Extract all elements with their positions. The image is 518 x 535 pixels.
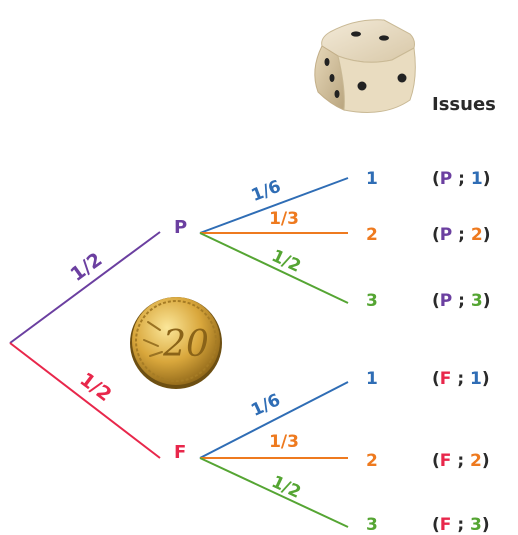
node-F: F <box>174 442 186 463</box>
outcome-close-paren: ) <box>483 225 491 245</box>
value-F-1: 1 <box>366 369 378 389</box>
outcome-coin-side: F <box>440 515 452 535</box>
prob-F-1: 1/6 <box>248 390 284 421</box>
prob-P-2: 1/3 <box>269 209 299 229</box>
prob-root-F: 1/2 <box>76 368 116 406</box>
outcome-close-paren: ) <box>482 515 490 535</box>
outcome-open-paren: ( <box>432 291 440 311</box>
issues-header: Issues <box>432 94 496 115</box>
prob-F-2: 1/3 <box>269 432 299 452</box>
outcome-die-value: 1 <box>471 169 483 189</box>
outcome-3: (P ; 3) <box>432 291 491 311</box>
outcome-1: (P ; 1) <box>432 169 491 189</box>
outcome-separator: ; <box>452 291 471 311</box>
prob-root-P: 1/2 <box>67 248 107 285</box>
prob-P-1: 1/6 <box>249 177 284 206</box>
value-P-3: 3 <box>366 291 378 311</box>
outcome-close-paren: ) <box>482 451 490 471</box>
value-P-1: 1 <box>366 169 378 189</box>
outcome-open-paren: ( <box>432 169 440 189</box>
outcome-open-paren: ( <box>432 369 440 389</box>
outcome-open-paren: ( <box>432 515 440 535</box>
outcome-open-paren: ( <box>432 451 440 471</box>
outcome-open-paren: ( <box>432 225 440 245</box>
coin-value: 20 <box>162 324 209 365</box>
value-P-2: 2 <box>366 225 378 245</box>
outcomes-list: (P ; 1)(P ; 2)(P ; 3)(F ; 1)(F ; 2)(F ; … <box>432 169 491 535</box>
outcome-die-value: 1 <box>470 369 482 389</box>
outcome-separator: ; <box>451 451 470 471</box>
value-F-3: 3 <box>366 515 378 535</box>
outcome-close-paren: ) <box>483 291 491 311</box>
branch-P-3 <box>200 233 348 303</box>
value-F-2: 2 <box>366 451 378 471</box>
outcome-die-value: 2 <box>470 451 482 471</box>
outcome-5: (F ; 2) <box>432 451 490 471</box>
outcome-4: (F ; 1) <box>432 369 490 389</box>
outcome-close-paren: ) <box>482 369 490 389</box>
outcome-die-value: 3 <box>471 291 483 311</box>
outcome-coin-side: F <box>440 451 452 471</box>
node-P: P <box>174 217 187 238</box>
outcome-coin-side: P <box>440 291 452 311</box>
prob-F-3: 1/2 <box>268 472 304 503</box>
outcome-close-paren: ) <box>483 169 491 189</box>
outcome-die-value: 2 <box>471 225 483 245</box>
outcome-coin-side: P <box>440 169 452 189</box>
outcome-2: (P ; 2) <box>432 225 491 245</box>
coin-icon: 20 <box>130 297 222 389</box>
outcome-separator: ; <box>452 169 471 189</box>
die-icon <box>315 20 416 113</box>
outcome-coin-side: P <box>440 225 452 245</box>
outcome-die-value: 3 <box>470 515 482 535</box>
outcome-separator: ; <box>452 225 471 245</box>
prob-P-3: 1/2 <box>268 246 304 277</box>
outcome-separator: ; <box>451 369 470 389</box>
outcome-coin-side: F <box>440 369 452 389</box>
outcome-separator: ; <box>451 515 470 535</box>
outcome-6: (F ; 3) <box>432 515 490 535</box>
